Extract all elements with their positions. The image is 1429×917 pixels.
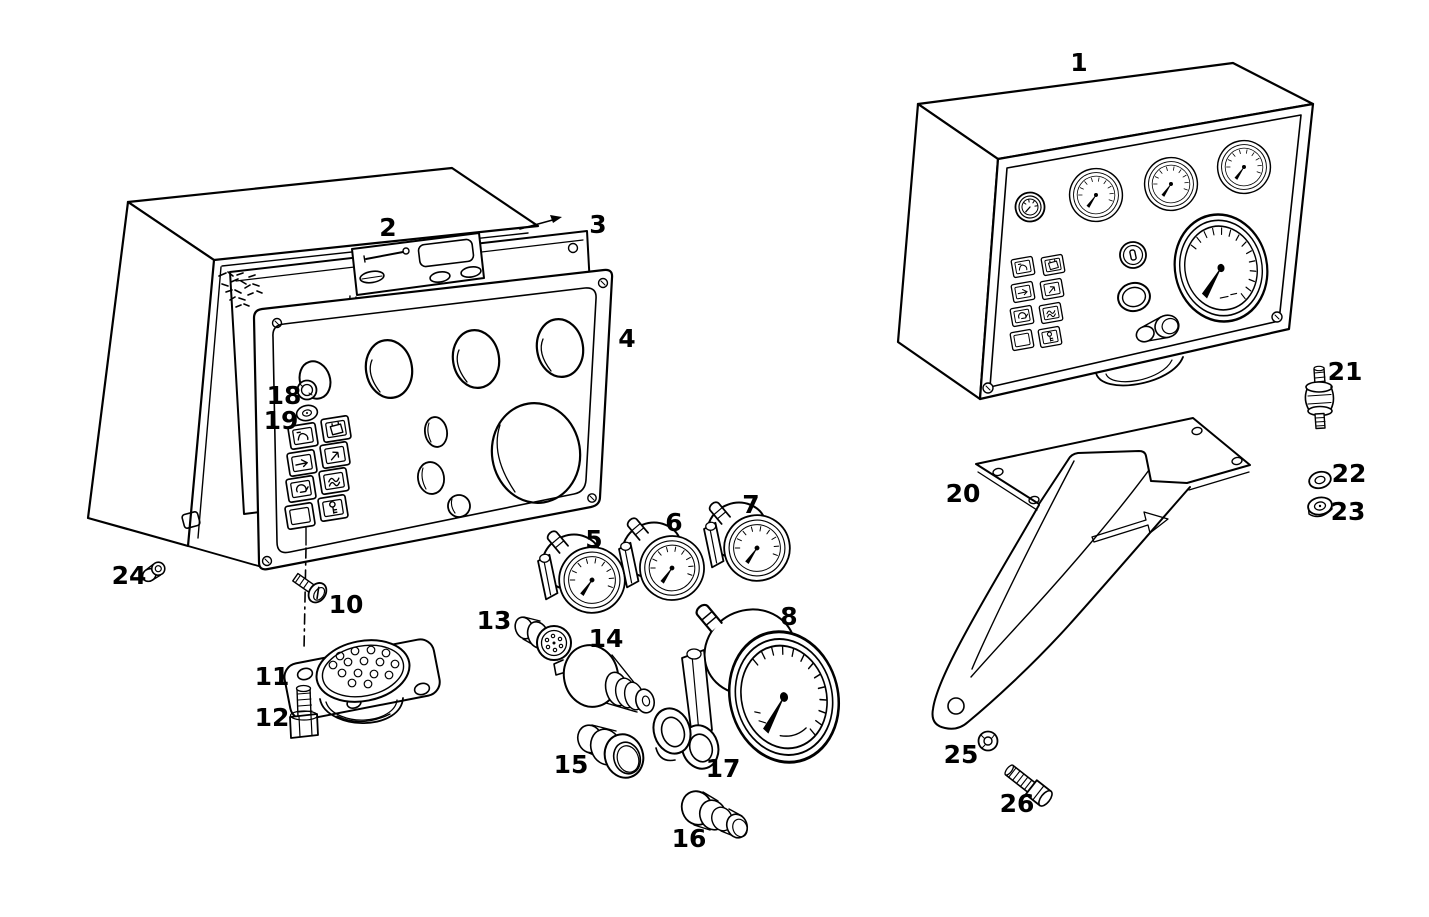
callout-17: 17 xyxy=(706,754,741,783)
part-4-front-panel xyxy=(252,268,614,571)
callout-26: 26 xyxy=(1000,789,1035,818)
control-knob xyxy=(1135,314,1180,343)
callout-1: 1 xyxy=(1070,48,1087,77)
part-5-gauge xyxy=(536,528,631,619)
callout-2: 2 xyxy=(379,213,396,242)
callout-19: 19 xyxy=(264,406,299,435)
callout-18: 18 xyxy=(267,381,302,410)
part-19-grommet xyxy=(295,404,319,422)
callout-11: 11 xyxy=(255,662,290,691)
callout-10: 10 xyxy=(329,590,364,619)
callout-20: 20 xyxy=(946,479,981,508)
callout-4: 4 xyxy=(618,324,635,353)
part-18-panel-lamp xyxy=(296,360,332,401)
part-24-bulb xyxy=(141,561,166,583)
callout-labels: 1 2 3 4 5 6 7 8 10 11 12 13 14 15 16 17 … xyxy=(112,48,1367,853)
bottom-cup xyxy=(1095,356,1184,387)
callout-8: 8 xyxy=(780,602,797,631)
part-21-damper xyxy=(1304,365,1335,430)
part-8-large-gauge xyxy=(681,601,841,764)
ignition-switch xyxy=(1119,241,1147,269)
part-17-grommets xyxy=(652,707,720,770)
callout-13: 13 xyxy=(477,606,512,635)
part-13-warning-lamp xyxy=(514,616,572,661)
plate-rod xyxy=(365,251,404,260)
callout-23: 23 xyxy=(1331,497,1366,526)
connector-pins xyxy=(328,645,400,689)
plate-rivet xyxy=(429,271,451,283)
part-26-bolt xyxy=(1004,764,1053,807)
part-16-bulb-holder xyxy=(680,790,749,839)
part-2-top-plate xyxy=(348,232,485,314)
plate-rivet xyxy=(460,266,482,278)
small-gauge xyxy=(1014,191,1046,223)
callout-15: 15 xyxy=(554,750,589,779)
panel-gauge-holes xyxy=(364,318,585,518)
assembly-arrow xyxy=(519,215,562,230)
round-opening xyxy=(1117,281,1151,313)
callout-21: 21 xyxy=(1328,357,1363,386)
frame-screw-hole xyxy=(567,242,579,254)
callout-22: 22 xyxy=(1332,459,1367,488)
part-15-plug xyxy=(576,724,645,779)
part-1-assembled-panel xyxy=(896,61,1315,401)
part-20-mounting-bracket xyxy=(931,417,1251,730)
part-10-screw xyxy=(292,572,328,604)
panel-screws xyxy=(982,311,1283,394)
part-14-sender xyxy=(553,644,656,714)
bracket-arrow-slot xyxy=(1091,511,1169,543)
part-11-connector xyxy=(283,638,441,724)
callout-25: 25 xyxy=(944,740,979,769)
part-22-washer xyxy=(1308,470,1332,490)
plate-slot xyxy=(417,238,475,268)
part-6-gauge xyxy=(617,515,710,606)
speedometer xyxy=(1173,213,1269,323)
part-25-washer xyxy=(977,730,999,752)
part-12-bolt xyxy=(289,684,319,739)
gauge-cluster xyxy=(514,499,841,839)
callout-12: 12 xyxy=(255,703,290,732)
callout-6: 6 xyxy=(665,508,682,537)
bracket-hardware xyxy=(931,365,1335,807)
part-23-nut xyxy=(1307,496,1333,518)
left-exploded-assembly xyxy=(86,166,614,739)
decal-speckles xyxy=(218,271,263,308)
callout-7: 7 xyxy=(742,490,759,519)
part-7-gauge xyxy=(702,499,796,587)
centerline xyxy=(303,547,307,651)
callout-14: 14 xyxy=(589,624,624,653)
panel-screw-holes xyxy=(261,277,609,567)
bracket-holes xyxy=(992,426,1243,505)
callout-16: 16 xyxy=(672,824,707,853)
callout-5: 5 xyxy=(585,525,602,554)
callout-24: 24 xyxy=(112,561,147,590)
callout-3: 3 xyxy=(589,210,606,239)
bracket-foot-hole xyxy=(947,697,965,715)
housing-slot xyxy=(181,511,201,529)
